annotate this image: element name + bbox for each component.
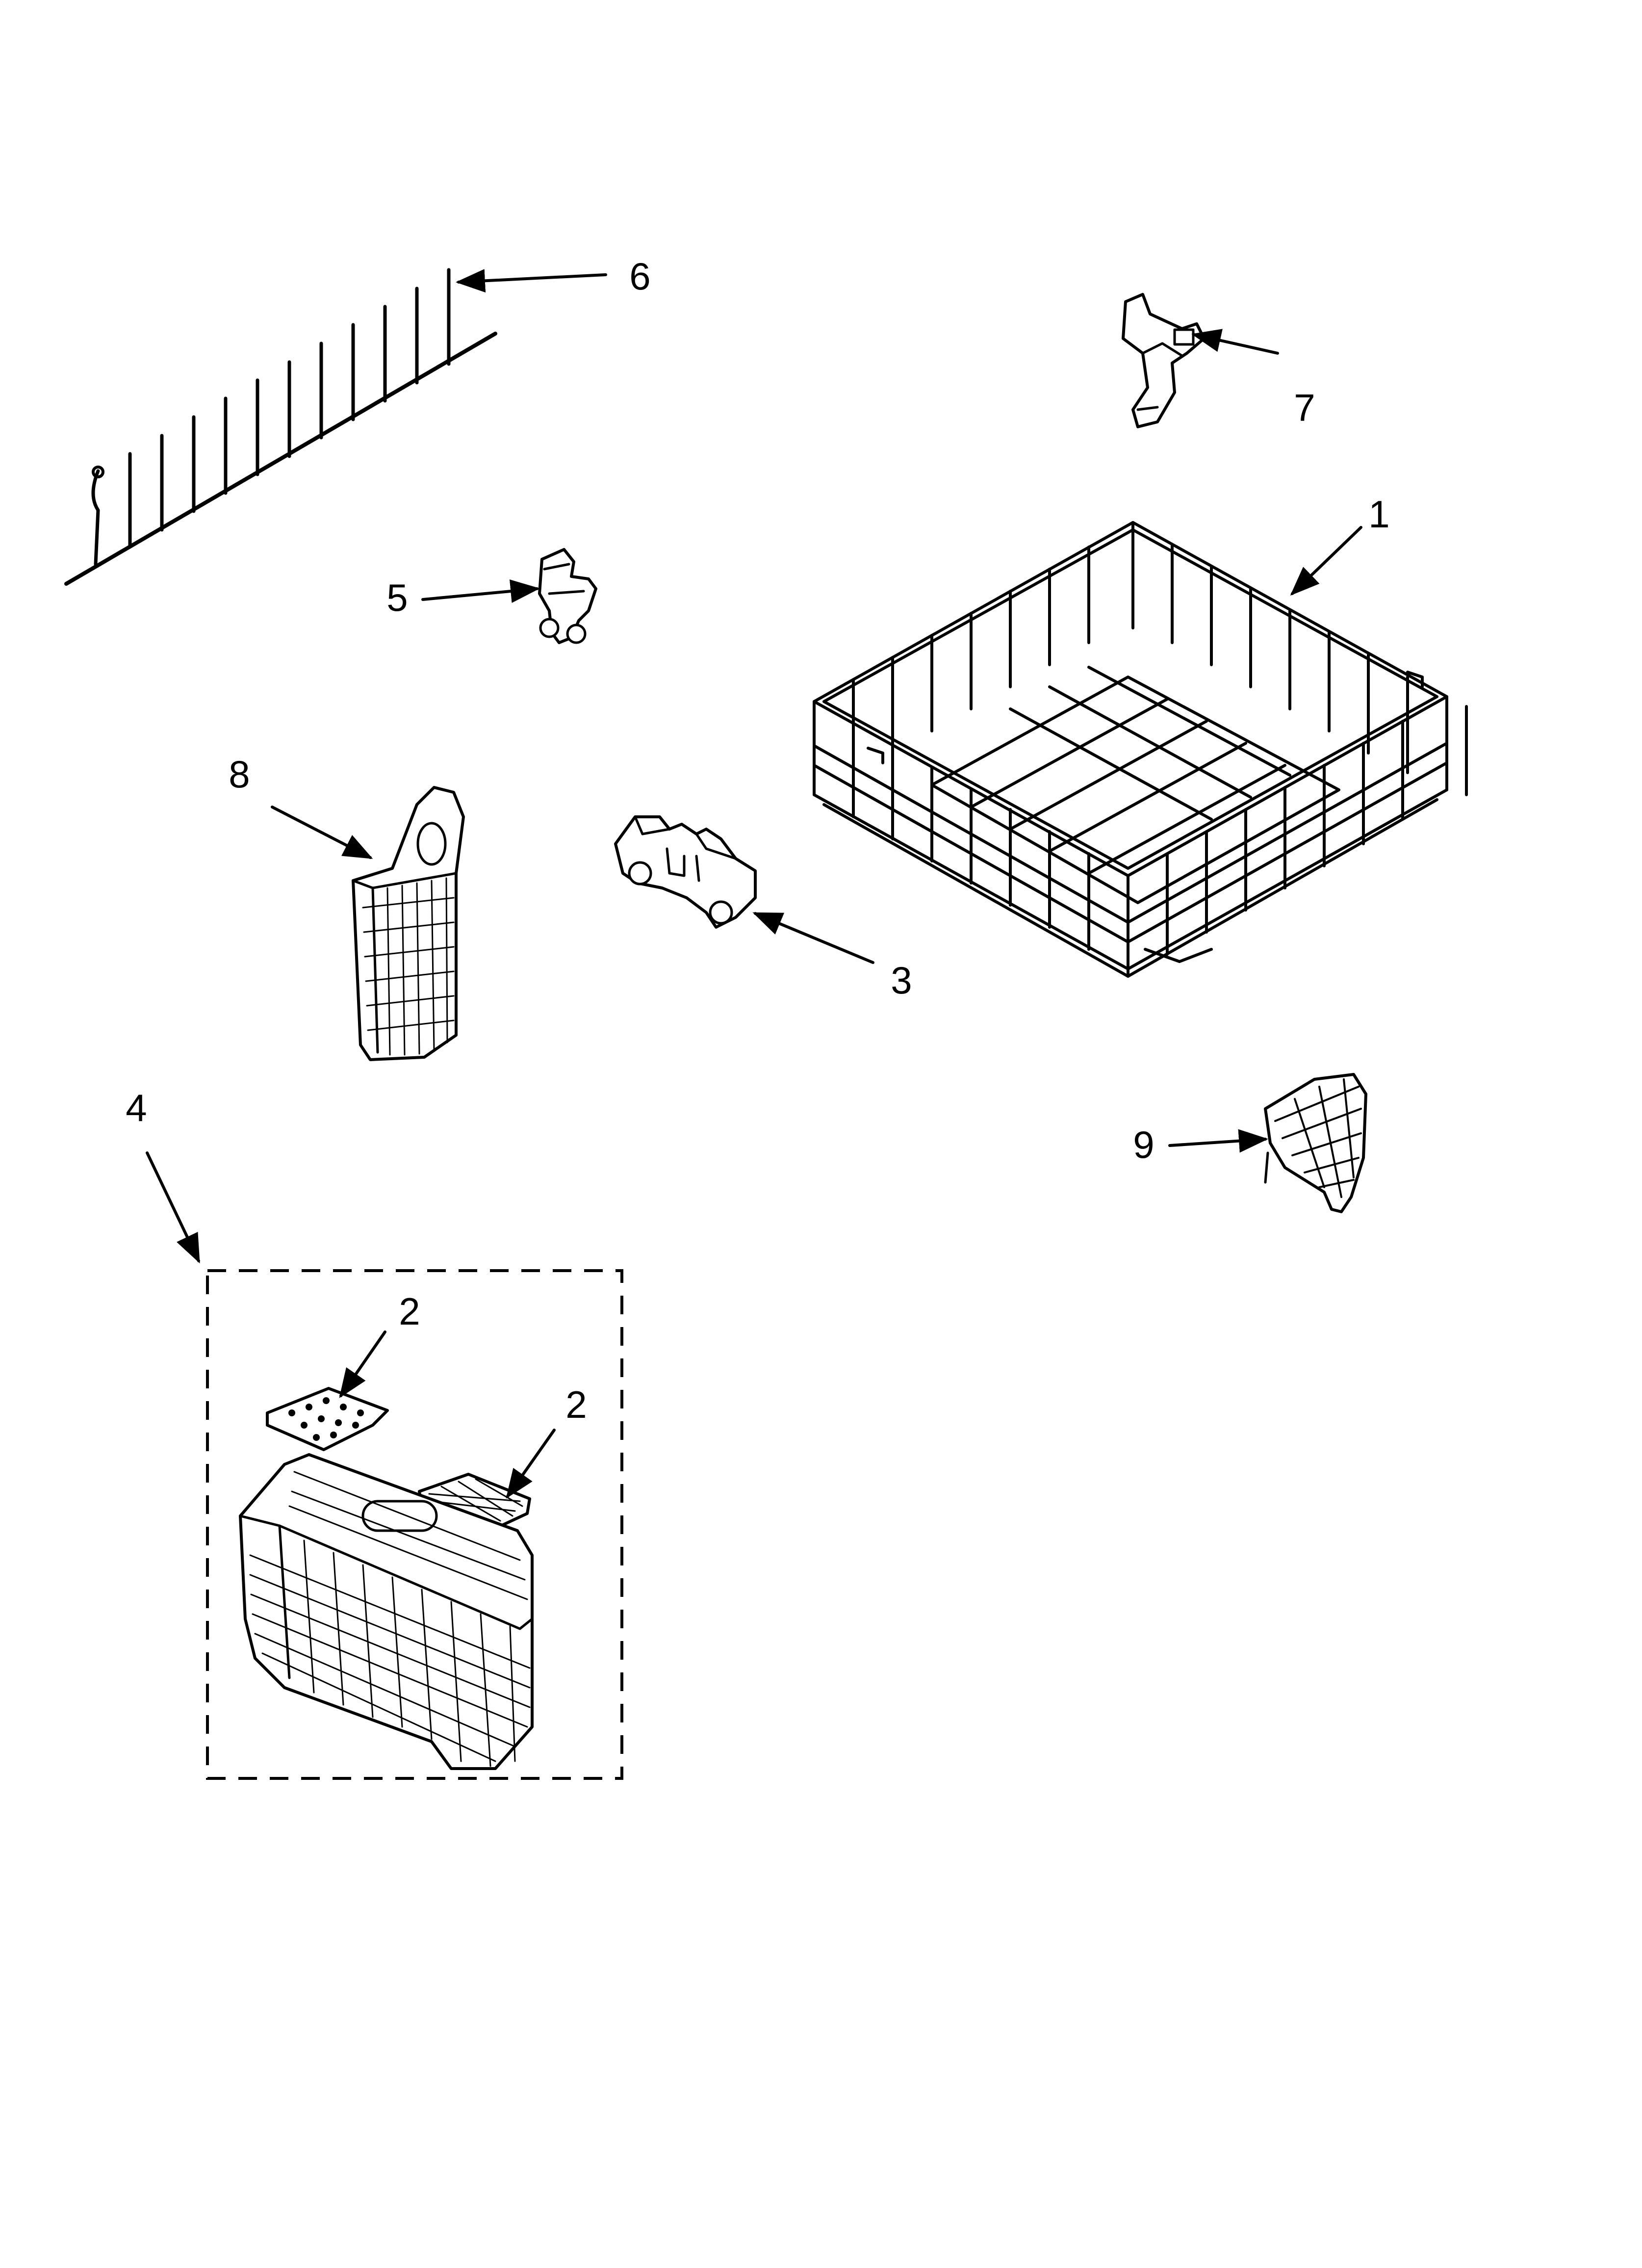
small-basket-part-8 (352, 786, 465, 1061)
leader-1 (1290, 526, 1362, 596)
basket-lid-part-2-upper (266, 1387, 389, 1451)
leader-7 (1191, 329, 1279, 355)
leader-9 (1168, 1129, 1268, 1153)
callout-8: 8 (229, 753, 250, 796)
callout-2-right: 2 (565, 1383, 587, 1426)
leader-2-upper (339, 1330, 386, 1398)
rack-clip-part-3 (614, 815, 757, 929)
clip-part-7 (1122, 293, 1206, 428)
callout-6: 6 (629, 255, 650, 298)
silverware-basket (239, 1453, 534, 1770)
lower-rack-part-1 (813, 521, 1468, 978)
callout-9: 9 (1133, 1123, 1154, 1166)
roller-clip-part-5 (538, 548, 597, 644)
callout-2-upper: 2 (399, 1290, 420, 1333)
tine-row-part-6 (64, 268, 497, 586)
leader-5 (421, 579, 540, 603)
leader-6 (456, 269, 607, 293)
leader-3 (752, 912, 874, 964)
callout-1: 1 (1368, 493, 1389, 536)
assembly-box-part-4 (206, 1269, 623, 1780)
callout-7: 7 (1294, 386, 1315, 429)
callout-3: 3 (891, 959, 912, 1002)
corner-shield-part-9 (1264, 1073, 1367, 1213)
leader-8 (271, 806, 373, 859)
callout-5: 5 (386, 576, 408, 619)
leader-2-right (506, 1429, 556, 1499)
callout-4: 4 (126, 1086, 147, 1129)
leader-4 (146, 1151, 200, 1264)
